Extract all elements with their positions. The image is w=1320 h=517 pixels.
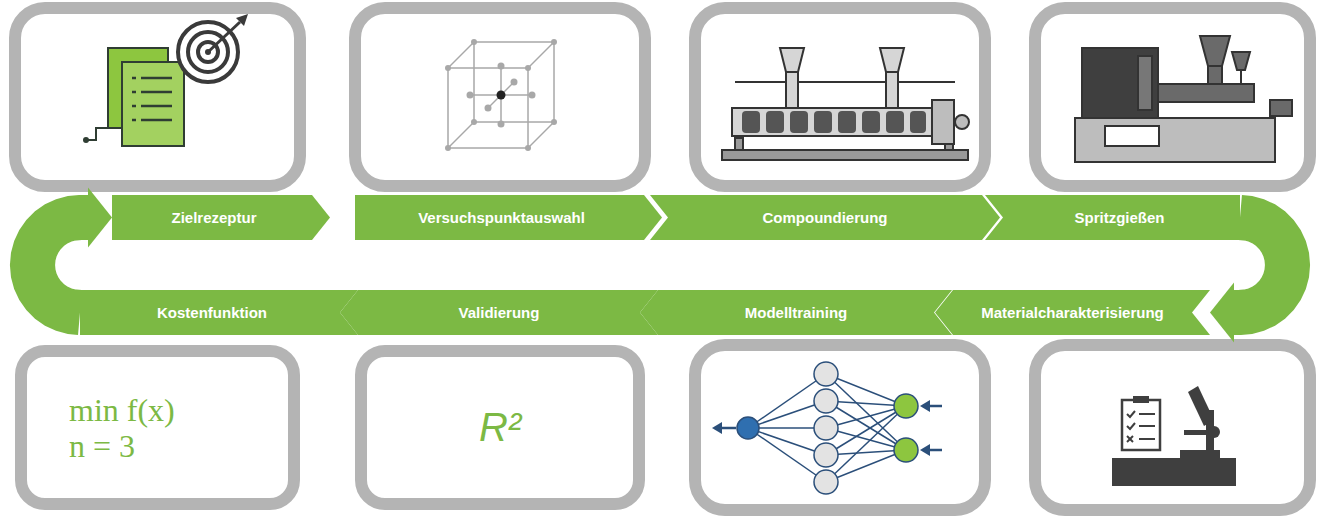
process-step: Materialcharakterisierung — [935, 290, 1210, 335]
icon-frame — [355, 8, 645, 186]
chevron-fill — [650, 195, 1000, 240]
process-step: Spritzgießen — [985, 195, 1240, 240]
process-step: Modelltraining — [640, 290, 952, 335]
extruder-icon — [722, 48, 969, 160]
chevron-fill — [355, 195, 662, 240]
experiment-cube-icon — [445, 39, 557, 151]
icon-frame — [695, 8, 985, 186]
chevron-fill — [340, 290, 658, 335]
result-box: R² — [355, 345, 645, 510]
node-label: Modelltraining — [745, 304, 848, 321]
process-step: Versuchspunktauswahl — [355, 195, 662, 240]
node-label: Validierung — [459, 304, 540, 321]
recipe-target-icon — [83, 14, 248, 146]
process-step: Validierung — [340, 290, 658, 335]
node-label: n = 3 — [69, 428, 135, 464]
chevron-fill — [985, 195, 1240, 240]
process-step: Zielrezeptur — [112, 195, 330, 240]
icon-frame — [1035, 345, 1310, 510]
chevron-fill — [935, 290, 1210, 335]
loop-connector — [1234, 218, 1288, 313]
node-label: Kostenfunktion — [157, 304, 267, 321]
icon-frame — [1035, 8, 1310, 186]
loop-connector — [33, 218, 89, 313]
node-label: Versuchspunktauswahl — [418, 209, 585, 226]
process-step: Kostenfunktion — [80, 290, 358, 335]
icon-frame — [695, 345, 985, 510]
node-label: Materialcharakterisierung — [981, 304, 1164, 321]
icon-frame — [15, 8, 300, 186]
node-label: min f(x) — [69, 392, 175, 428]
chevron-fill — [112, 195, 330, 240]
chevron-fill — [80, 290, 358, 335]
node-label: Compoundierung — [763, 209, 888, 226]
node-label: R² — [479, 405, 521, 450]
icon-frames — [15, 8, 1310, 510]
node-label: Zielrezeptur — [171, 209, 256, 226]
process-step: Compoundierung — [650, 195, 1000, 240]
result-box: min f(x)n = 3 — [15, 345, 300, 510]
neural-network-icon — [712, 362, 942, 494]
chevron-fill — [640, 290, 952, 335]
injection-molding-icon — [1075, 36, 1292, 162]
node-label: Spritzgießen — [1074, 209, 1164, 226]
lab-icon — [1112, 386, 1236, 486]
